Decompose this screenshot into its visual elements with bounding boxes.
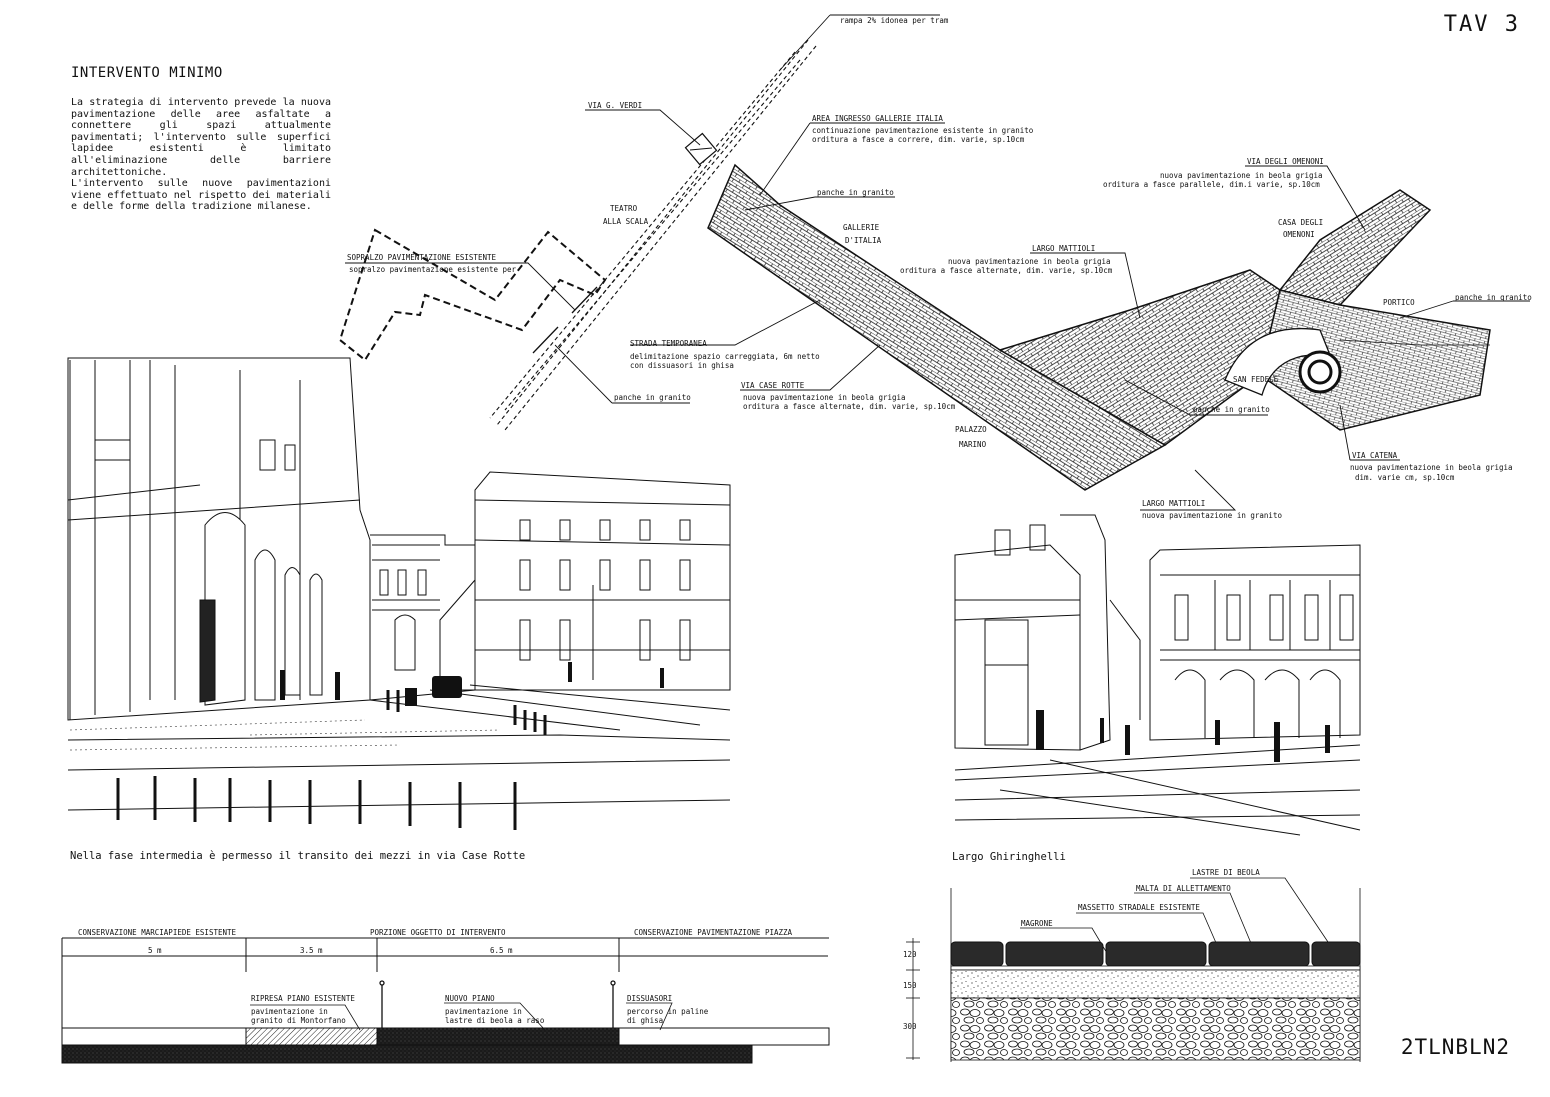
magrone-layer — [950, 997, 1361, 1061]
label-via-omenoni-title: VIA DEGLI OMENONI — [1247, 157, 1324, 166]
label-casa-omenoni-1: CASA DEGLI — [1278, 218, 1324, 227]
label-via-case-rotte-desc1: nuova pavimentazione in beola grigia — [743, 393, 906, 402]
intro-text: La strategia di intervento prevede la nu… — [71, 97, 331, 213]
label-sopralzo-desc: sopralzo pavimentazione esistente per — [349, 265, 517, 274]
section-nuovo-desc1: pavimentazione in — [445, 1007, 522, 1016]
section-header-right: CONSERVAZIONE PAVIMENTAZIONE PIAZZA — [634, 928, 793, 937]
label-strada-desc1: delimitazione spazio carreggiata, 6m net… — [630, 352, 820, 361]
label-panche-3: panche in granito — [1193, 405, 1270, 414]
label-panche-4: panche in granito — [614, 393, 691, 402]
label-via-catena-desc1: nuova pavimentazione in beola grigia — [1350, 463, 1513, 472]
section-nuovo-desc2: lastre di beola a raso — [445, 1016, 545, 1025]
detail-magrone-label: MAGRONE — [1021, 919, 1053, 928]
label-teatro-2: ALLA SCALA — [603, 217, 649, 226]
label-strada-title: STRADA TEMPORANEA — [630, 339, 707, 348]
via-verdi-marker — [684, 132, 718, 166]
intro-paragraph-2: L'intervento sulle nuove pavimentazioni … — [71, 178, 331, 213]
san-fedele-arc — [1224, 327, 1331, 396]
label-largo-mattioli-desc2: orditura a fasce alternate, dim. varie, … — [900, 266, 1113, 275]
san-fedele-rotunda — [1298, 350, 1342, 394]
label-portico: PORTICO — [1383, 298, 1415, 307]
label-via-case-rotte-title: VIA CASE ROTTE — [741, 381, 805, 390]
label-via-catena-title: VIA CATENA — [1352, 451, 1398, 460]
section-ripresa-desc1: pavimentazione in — [251, 1007, 328, 1016]
section-header-left: CONSERVAZIONE MARCIAPIEDE ESISTENTE — [78, 928, 237, 937]
detail-malta-label: MALTA DI ALLETTAMENTO — [1136, 884, 1231, 893]
drawing-code: 2TLNBLN2 — [1400, 1035, 1510, 1059]
label-san-fedele: SAN FEDELE — [1233, 375, 1279, 384]
label-area-ingresso-title: AREA INGRESSO GALLERIE ITALIA — [812, 114, 943, 123]
plan-leader-lines — [345, 14, 1530, 511]
label-strada-desc2: con dissuasori in ghisa — [630, 361, 734, 370]
section-dissuasori-title: DISSUASORI — [627, 994, 673, 1003]
section-nuovo-title: NUOVO PIANO — [445, 994, 495, 1003]
label-via-case-rotte-desc2: orditura a fasce alternate, dim. varie, … — [743, 402, 956, 411]
label-palazzo-1: PALAZZO — [955, 425, 987, 434]
tram-ramp-corridor — [489, 39, 817, 431]
section-dim-6-5m: 6.5 m — [490, 946, 513, 955]
label-rampa: rampa 2% idonea per tram — [840, 16, 949, 25]
detail-dim-150: 150 — [903, 981, 917, 990]
section-subgrade — [61, 1044, 753, 1064]
caption-right-sketch: Largo Ghiringhelli — [952, 851, 1066, 863]
intro-paragraph-1: La strategia di intervento prevede la nu… — [71, 97, 331, 178]
detail-dim-300: 300 — [903, 1022, 917, 1031]
detail-massetto-label: MASSETTO STRADALE ESISTENTE — [1078, 903, 1200, 912]
section-dim-5m: 5 m — [148, 946, 162, 955]
label-largo-mattioli2-title: LARGO MATTIOLI — [1142, 499, 1206, 508]
label-panche-1: panche in granito — [817, 188, 894, 197]
malta-layer — [950, 965, 1361, 971]
sopralzo-outline — [338, 228, 607, 362]
label-panche-2: panche in granito — [1455, 293, 1532, 302]
beola-slabs — [950, 941, 1361, 967]
section-ripresa-desc2: granito di Montorfano — [251, 1016, 346, 1025]
section-dissuasori-desc2: di ghisa — [627, 1016, 664, 1025]
label-casa-omenoni-2: OMENONI — [1283, 230, 1315, 239]
label-largo-mattioli-title: LARGO MATTIOLI — [1032, 244, 1096, 253]
caption-left-sketch: Nella fase intermedia è permesso il tran… — [70, 850, 526, 862]
section-dissuasori-desc1: percorso in paline — [627, 1007, 709, 1016]
section-dim-3-5m: 3.5 m — [300, 946, 323, 955]
label-via-omenoni-desc1: nuova pavimentazione in beola grigia — [1160, 171, 1323, 180]
sheet-number: TAV 3 — [1443, 12, 1520, 37]
detail-dim-120: 120 — [903, 950, 917, 959]
label-gallerie-1: GALLERIE — [843, 223, 880, 232]
label-area-ingresso-desc1: continuazione pavimentazione esistente i… — [812, 126, 1034, 135]
label-gallerie-2: D'ITALIA — [845, 236, 882, 245]
label-via-omenoni-desc2: orditura a fasce parallele, dim.i varie,… — [1103, 180, 1320, 189]
label-teatro-1: TEATRO — [610, 204, 638, 213]
section-ripresa-title: RIPRESA PIANO ESISTENTE — [251, 994, 355, 1003]
intro-title: INTERVENTO MINIMO — [71, 65, 223, 81]
label-area-ingresso-desc2: orditura a fasce a correre, dim. varie, … — [812, 135, 1025, 144]
label-largo-mattioli2-desc: nuova pavimentazione in granito — [1142, 511, 1282, 520]
paving-san-fedele — [1259, 289, 1491, 431]
detail-lastre-label: LASTRE DI BEOLA — [1192, 868, 1260, 877]
massetto-layer — [950, 969, 1361, 999]
label-via-catena-desc2: dim. varie cm, sp.10cm — [1355, 473, 1455, 482]
label-palazzo-2: MARINO — [959, 440, 987, 449]
label-sopralzo-title: SOPRALZO PAVIMENTAZIONE ESISTENTE — [347, 253, 497, 262]
label-via-verdi: VIA G. VERDI — [588, 101, 643, 110]
section-header-mid: PORZIONE OGGETTO DI INTERVENTO — [370, 928, 506, 937]
label-largo-mattioli-desc1: nuova pavimentazione in beola grigia — [948, 257, 1111, 266]
